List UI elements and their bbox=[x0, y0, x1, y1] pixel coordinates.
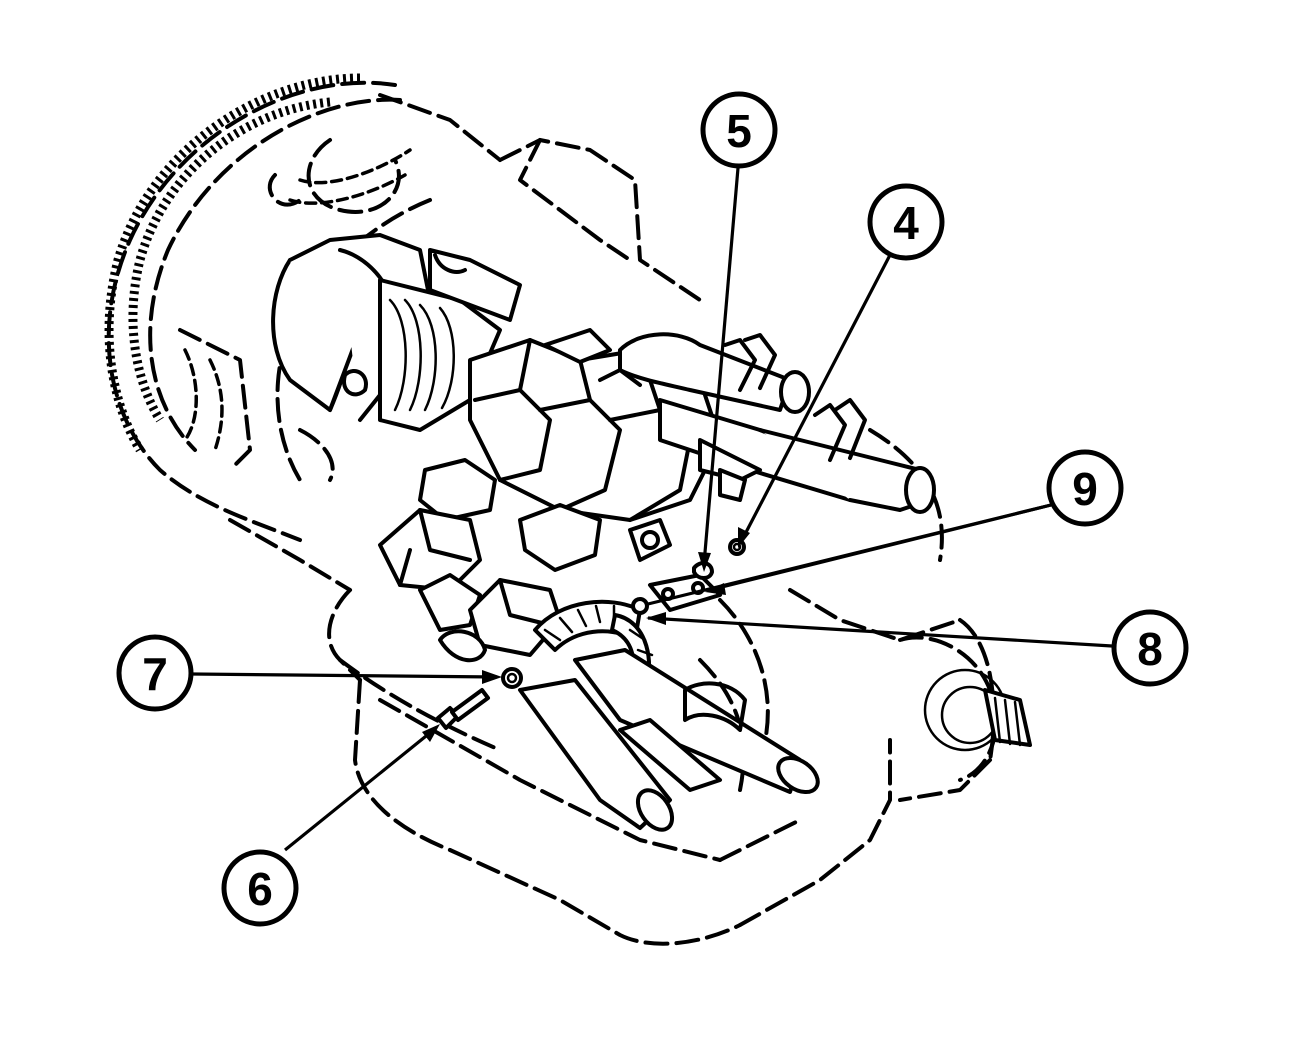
callout-9: 9 bbox=[1046, 449, 1124, 527]
callout-5: 5 bbox=[700, 91, 778, 169]
lower-fittings bbox=[378, 458, 747, 663]
callout-4-label: 4 bbox=[893, 197, 919, 249]
transmission-case-phantom bbox=[178, 138, 996, 946]
lower-hoses bbox=[518, 648, 820, 832]
leader-4 bbox=[740, 254, 892, 541]
callout-6-label: 6 bbox=[247, 863, 273, 915]
output-flange bbox=[898, 635, 1032, 782]
arrow-9 bbox=[705, 583, 726, 595]
arrow-4 bbox=[738, 527, 750, 548]
arrow-5 bbox=[698, 552, 711, 572]
leader-lines bbox=[191, 167, 1113, 852]
arrow-7 bbox=[482, 670, 502, 684]
hardware-items bbox=[436, 538, 746, 730]
flywheel-housing-phantom bbox=[106, 80, 502, 542]
callout-7-label: 7 bbox=[142, 648, 168, 700]
callout-8: 8 bbox=[1111, 609, 1189, 687]
callout-6: 6 bbox=[221, 849, 299, 927]
callout-5-label: 5 bbox=[726, 105, 752, 157]
callout-8-label: 8 bbox=[1137, 623, 1163, 675]
ring-gear-teeth bbox=[104, 73, 361, 453]
leader-5 bbox=[702, 167, 740, 565]
upper-tubes bbox=[618, 332, 936, 514]
leader-7 bbox=[191, 672, 498, 679]
callout-9-label: 9 bbox=[1072, 463, 1098, 515]
arrow-6 bbox=[422, 724, 440, 742]
callout-7: 7 bbox=[116, 634, 194, 712]
leader-8 bbox=[647, 616, 1113, 648]
callout-4: 4 bbox=[867, 183, 945, 261]
leader-6 bbox=[283, 726, 438, 852]
arrow-8 bbox=[646, 612, 666, 625]
